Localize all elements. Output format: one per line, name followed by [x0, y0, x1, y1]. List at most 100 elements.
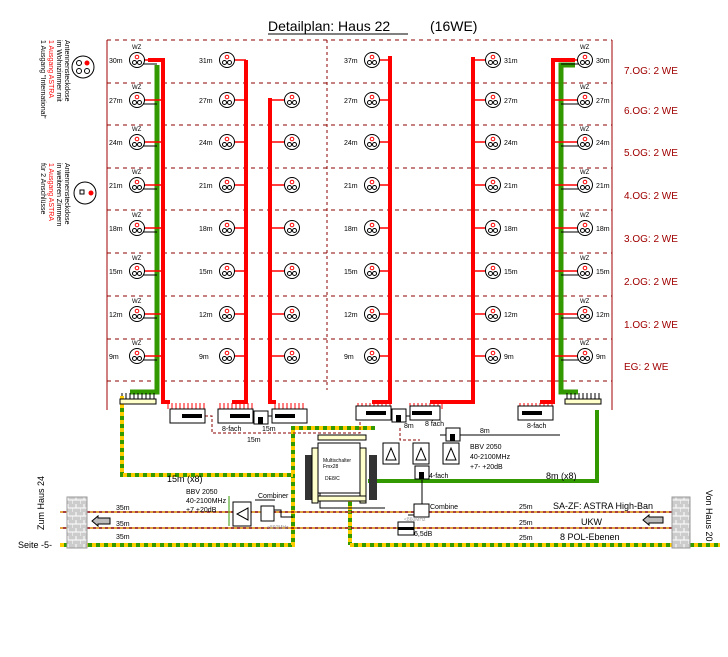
room-label: WZ — [132, 341, 142, 347]
antenna-socket: 27m — [344, 92, 390, 108]
cable-length: 24m — [596, 140, 610, 147]
antenna-socket — [270, 220, 300, 236]
antenna-socket: 9m — [473, 348, 514, 364]
cable-length: 12m — [109, 312, 123, 319]
cable-length: 18m — [344, 226, 358, 233]
combiner-label: Combine — [430, 504, 458, 511]
antenna-socket: WZ 24m — [553, 127, 610, 150]
multiswitch-label: DE8/C — [325, 476, 340, 482]
legend-line: für 2 Anschlüsse — [39, 163, 46, 214]
antenna-socket: 31m — [473, 52, 518, 68]
antenna-socket: 24m — [473, 134, 518, 150]
floor-label: 5.OG: 2 WE — [624, 148, 678, 159]
amp-spec: BBV 2050 — [186, 489, 218, 496]
cable-length: 9m — [596, 354, 606, 361]
legend-text-socket-3: Antennensteckdose im Wohnzimmer mit 1 Au… — [39, 40, 70, 119]
cable-length: 12m — [199, 312, 213, 319]
splitter-box — [217, 408, 254, 424]
cable-length: 21m — [199, 183, 213, 190]
amp-spec: +7 +20dB — [186, 507, 217, 514]
splitter-box — [409, 405, 441, 421]
wall-right — [671, 496, 691, 549]
feed-label: UKW — [581, 517, 603, 527]
cable-length: 15m — [109, 269, 123, 276]
wall-left — [66, 496, 88, 549]
amplifier — [382, 442, 400, 465]
feed-label: 8 POL-Ebenen — [560, 532, 620, 542]
cable-length: 21m — [109, 183, 123, 190]
antenna-socket: 18m — [344, 220, 390, 236]
room-label: WZ — [580, 213, 590, 219]
cable-length: 15m — [344, 269, 358, 276]
splitter-label: 8-fach — [527, 423, 547, 430]
cable-length: 12m — [344, 312, 358, 319]
antenna-socket: 18m — [199, 220, 246, 236]
cable-length: 21m — [344, 183, 358, 190]
cable-length: 15m — [247, 437, 261, 444]
cable-length: 35m — [116, 505, 130, 512]
antenna-socket — [270, 134, 300, 150]
cable-length: 25m — [519, 520, 533, 527]
floor-label: 3.OG: 2 WE — [624, 234, 678, 245]
combiner-freq: <860MHz — [267, 525, 289, 531]
legend-line: im Wohnzimmer mit — [55, 40, 62, 102]
combiner — [260, 505, 275, 522]
cable-length: 27m — [596, 98, 610, 105]
incoming-feeds: BBV 2050 40-2100MHz +7 +20dB Combiner <8… — [18, 476, 714, 550]
tap-label: 4-fach — [429, 473, 449, 480]
combiner-freq: <860MHz — [404, 517, 426, 523]
splitter-box — [271, 408, 308, 424]
cable-length: 15m — [596, 269, 610, 276]
cable-length: 27m — [504, 98, 518, 105]
amp-spec: 40-2100MHz — [470, 454, 511, 461]
antenna-socket: 12m — [344, 306, 390, 322]
legend-socket-2 — [73, 181, 97, 205]
floor-labels: 7.OG: 2 WE6.OG: 2 WE5.OG: 2 WE4.OG: 2 WE… — [624, 66, 678, 373]
multiswitch-label: Multischalter — [323, 458, 351, 464]
room-label: WZ — [580, 45, 590, 51]
cable-length: 9m — [344, 354, 354, 361]
cable-length: 35m — [116, 521, 130, 528]
cable-length: 9m — [504, 354, 514, 361]
cable-length: 35m — [116, 534, 130, 541]
room-label: WZ — [580, 170, 590, 176]
cable-length: 15m — [504, 269, 518, 276]
cable-length: 18m — [504, 226, 518, 233]
tap-box — [414, 465, 430, 480]
antenna-socket: 24m — [344, 134, 390, 150]
cable-length: 12m — [504, 312, 518, 319]
room-label: WZ — [132, 213, 142, 219]
splitter-box — [517, 405, 554, 421]
antenna-socket — [270, 263, 300, 279]
arrow-left-icon — [91, 514, 111, 528]
cable-length: 25m — [519, 535, 533, 542]
antenna-socket: 27m — [473, 92, 518, 108]
attenuator — [397, 521, 415, 536]
cable-length: 24m — [109, 140, 123, 147]
legend-socket-3 — [71, 55, 95, 79]
floor-label: 4.OG: 2 WE — [624, 191, 678, 202]
attenuator-label: 6,5dB — [414, 531, 433, 538]
floor-label: 7.OG: 2 WE — [624, 66, 678, 77]
sockets: WZ30mWZ27mWZ24mWZ21mWZ18mWZ15mWZ12mWZ9m3… — [109, 45, 610, 409]
room-label: WZ — [580, 85, 590, 91]
floor-label: 1.OG: 2 WE — [624, 320, 678, 331]
amplifier — [232, 501, 252, 527]
antenna-socket: 31m — [199, 52, 246, 68]
cable-length: 27m — [344, 98, 358, 105]
amp-spec: 40-2100MHz — [186, 498, 227, 505]
cable-length: 15m — [199, 269, 213, 276]
tap-box — [391, 408, 407, 423]
cable-length: 24m — [199, 140, 213, 147]
cable-length: 27m — [109, 98, 123, 105]
amp-spec: +7- +20dB — [470, 464, 503, 471]
room-label: WZ — [580, 341, 590, 347]
antenna-socket: WZ 9m — [553, 341, 606, 364]
combiner-label: Combiner — [258, 493, 289, 500]
cable-length: 18m — [199, 226, 213, 233]
room-label: WZ — [580, 127, 590, 133]
